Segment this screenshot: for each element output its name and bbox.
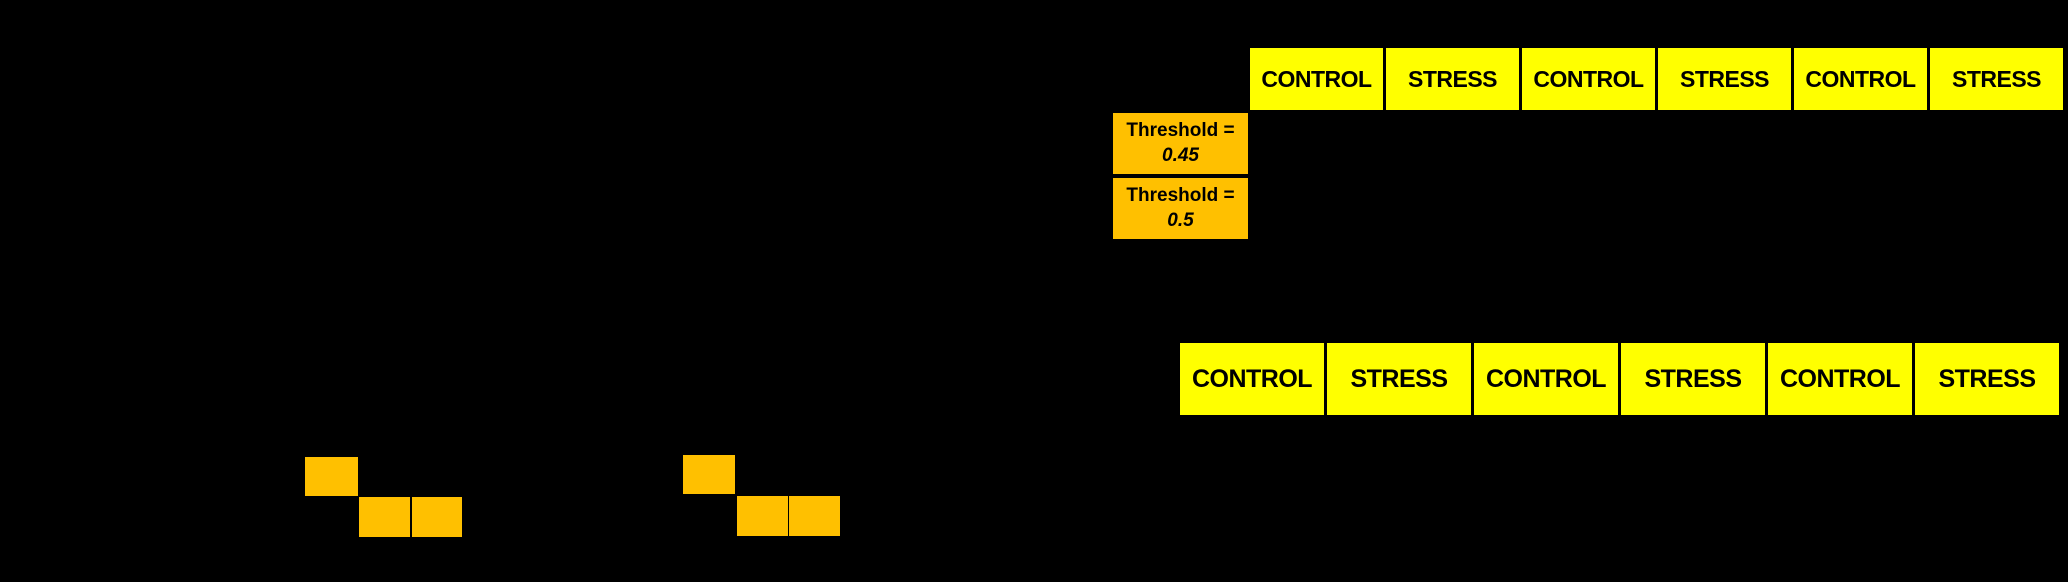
header-cell-control: CONTROL bbox=[1768, 343, 1912, 415]
header-cell-stress: STRESS bbox=[1915, 343, 2059, 415]
highlighted-cell bbox=[412, 497, 462, 537]
threshold-row-label-0.5: Threshold = 0.5 bbox=[1113, 178, 1248, 239]
header-cell-control: CONTROL bbox=[1794, 48, 1927, 110]
highlighted-cell bbox=[359, 497, 410, 537]
top-header-row: CONTROL STRESS CONTROL STRESS CONTROL ST… bbox=[1250, 48, 2063, 110]
highlighted-cell bbox=[305, 457, 358, 496]
threshold-value: 0.45 bbox=[1162, 144, 1199, 166]
header-cell-stress: STRESS bbox=[1621, 343, 1765, 415]
header-cell-control: CONTROL bbox=[1250, 48, 1383, 110]
header-cell-control: CONTROL bbox=[1522, 48, 1655, 110]
header-cell-stress: STRESS bbox=[1327, 343, 1471, 415]
threshold-label: Threshold = bbox=[1126, 184, 1235, 206]
bottom-header-row: CONTROL STRESS CONTROL STRESS CONTROL ST… bbox=[1180, 343, 2059, 415]
highlighted-cell bbox=[683, 455, 735, 494]
header-cell-control: CONTROL bbox=[1474, 343, 1618, 415]
highlighted-cell bbox=[737, 496, 788, 536]
threshold-value: 0.5 bbox=[1167, 209, 1194, 231]
threshold-row-label-0.45: Threshold = 0.45 bbox=[1113, 113, 1248, 174]
header-cell-control: CONTROL bbox=[1180, 343, 1324, 415]
threshold-label: Threshold = bbox=[1126, 119, 1235, 141]
header-cell-stress: STRESS bbox=[1658, 48, 1791, 110]
header-cell-stress: STRESS bbox=[1386, 48, 1519, 110]
highlighted-cell bbox=[789, 496, 840, 536]
header-cell-stress: STRESS bbox=[1930, 48, 2063, 110]
